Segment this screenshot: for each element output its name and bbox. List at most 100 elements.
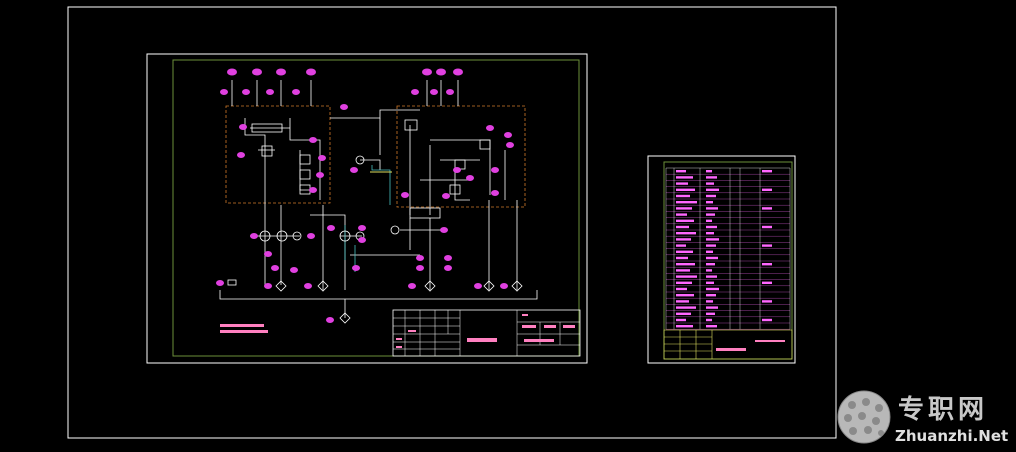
main-sheet — [146, 53, 588, 364]
note-bar-1 — [220, 324, 264, 327]
parts-list-cell-text — [676, 300, 689, 303]
parts-list-cell-text — [706, 194, 716, 198]
parts-list-cell-text — [762, 300, 772, 303]
parts-list-title-bar — [716, 348, 746, 351]
pump-symbol — [339, 230, 351, 242]
parts-list-cell-text — [706, 256, 718, 260]
valve-symbol — [299, 154, 311, 165]
hydraulic-lines — [219, 80, 538, 318]
parts-list-cell-text — [706, 300, 713, 303]
parts-list-cell-text — [676, 318, 686, 322]
parts-list-cell-text — [762, 318, 772, 322]
component-symbols — [227, 119, 523, 324]
parts-list-cell-text — [676, 275, 697, 278]
parts-list-info-bar — [755, 340, 785, 342]
parts-list-cell-text — [676, 219, 694, 222]
manifold-symbol — [409, 207, 441, 219]
parts-list-cell-text — [706, 325, 717, 328]
pump-symbol — [276, 230, 288, 242]
parts-list-cell-text — [762, 188, 772, 191]
parts-list-cell-text — [676, 287, 687, 291]
parts-list-cell-text — [706, 232, 714, 235]
pressure-gauge-symbol — [355, 155, 365, 165]
parts-list-cell-text — [706, 201, 713, 204]
motor-symbol — [292, 231, 302, 241]
golf-ball-logo-icon — [837, 390, 891, 444]
watermark: 专职网 Zhuanzhi.Net — [837, 390, 1008, 445]
parts-list-cell-text — [676, 244, 686, 247]
parts-list-cell-text — [706, 312, 715, 315]
filter-symbol — [275, 280, 287, 292]
parts-list-rows — [665, 167, 791, 330]
parts-list-cell-text — [676, 294, 694, 297]
parts-list-cell-text — [706, 170, 712, 173]
parts-list-cell-text — [676, 188, 695, 191]
main-title-block — [392, 309, 581, 357]
watermark-en-text: Zhuanzhi.Net — [895, 427, 1008, 445]
parts-list-cell-text — [676, 207, 692, 210]
parts-list-cell-text — [676, 225, 689, 229]
parts-list-sheet — [647, 155, 796, 364]
filter-symbol — [424, 280, 436, 292]
parts-list-border — [647, 155, 796, 364]
parts-list-cell-text — [706, 182, 714, 185]
parts-list-cell-text — [676, 269, 690, 272]
parts-list-cell-text — [676, 232, 696, 235]
outer-frame — [67, 6, 837, 439]
parts-list-cell-text — [676, 306, 696, 309]
parts-list-cell-text — [706, 263, 715, 266]
parts-list-cell-text — [676, 250, 693, 253]
parts-list-cell-text — [706, 287, 719, 291]
parts-list-cell-text — [706, 207, 718, 210]
parts-list-cell-text — [676, 325, 693, 328]
filter-symbol — [511, 280, 523, 292]
parts-list-cell-text — [676, 312, 691, 315]
main-sheet-border — [146, 53, 588, 364]
parts-list-cell-text — [676, 182, 688, 185]
valve-symbol — [479, 139, 491, 150]
parts-list-cell-text — [706, 188, 719, 191]
parts-list-cell-text — [706, 176, 717, 179]
parts-list-cell-text — [762, 207, 772, 210]
directional-valve-right — [404, 119, 418, 131]
parts-list-cell-text — [676, 263, 695, 266]
parts-list-cell-text — [706, 318, 712, 322]
parts-list-cell-text — [676, 213, 687, 216]
parts-list-cell-text — [706, 269, 712, 272]
pump-symbol — [390, 225, 400, 235]
valve-group-box-right — [396, 105, 526, 208]
parts-list-cell-text — [676, 170, 686, 173]
valve-symbol — [449, 184, 461, 195]
filter-symbol — [317, 280, 329, 292]
parts-list-cell-text — [706, 275, 717, 278]
main-sheet-inner-frame — [172, 59, 580, 357]
parts-list-cell-text — [706, 294, 716, 297]
parts-list-cell-text — [706, 306, 718, 309]
parts-list-cell-text — [706, 250, 713, 253]
parts-list-cell-text — [706, 219, 712, 222]
parts-list-cell-text — [706, 281, 714, 284]
directional-valve-left — [251, 123, 283, 133]
tank-symbol — [227, 279, 237, 286]
valve-symbol — [299, 169, 311, 180]
filter-symbol — [339, 312, 351, 324]
parts-list-cell-text — [676, 194, 690, 198]
note-bar-2 — [220, 330, 268, 333]
drawing-title-bar — [467, 338, 497, 342]
parts-list-cell-text — [676, 256, 688, 260]
parts-list-cell-text — [706, 238, 719, 241]
valve-group-box-left — [225, 105, 331, 204]
parts-list-cell-text — [676, 201, 697, 204]
pump-symbol — [259, 230, 271, 242]
parts-list-title-block — [663, 329, 793, 360]
valve-symbol — [261, 145, 273, 157]
watermark-cn-text: 专职网 — [898, 395, 988, 425]
parts-list-cell-text — [676, 176, 693, 179]
parts-list-cell-text — [676, 238, 691, 241]
parts-list-cell-text — [762, 225, 772, 229]
label-bubbles — [216, 68, 514, 323]
parts-list-cell-text — [706, 244, 716, 247]
parts-list-cell-text — [762, 170, 772, 173]
